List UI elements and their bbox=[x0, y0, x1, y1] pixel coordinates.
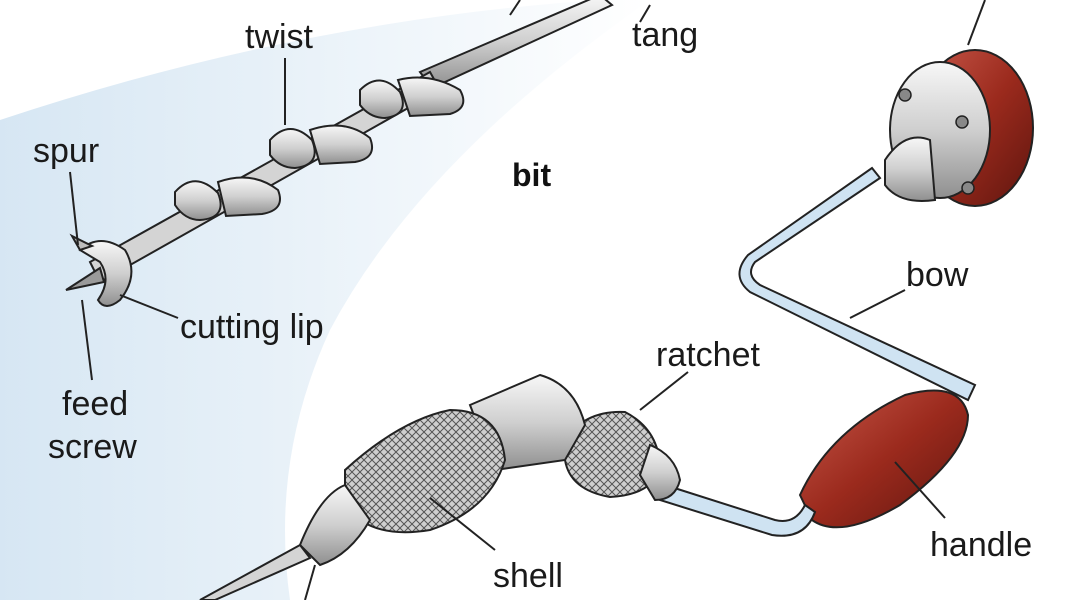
label-cutting-lip: cutting lip bbox=[180, 308, 324, 346]
label-feed: feed bbox=[62, 385, 128, 423]
bit-cutting-head bbox=[78, 240, 133, 307]
label-ratchet: ratchet bbox=[656, 336, 760, 374]
label-bit: bit bbox=[512, 157, 551, 193]
brace-lower-bow bbox=[658, 483, 817, 537]
brace bbox=[199, 49, 1034, 600]
brace-shell bbox=[344, 408, 507, 534]
label-spur: spur bbox=[33, 132, 99, 170]
brace-ratchet-collar bbox=[638, 443, 682, 502]
bit-twist-flights bbox=[174, 76, 465, 222]
brace-head-neck bbox=[884, 136, 937, 202]
auger-bit bbox=[65, 0, 614, 307]
label-twist: twist bbox=[245, 18, 314, 56]
label-bow: bow bbox=[906, 256, 969, 294]
bit-background-glow bbox=[0, 0, 650, 600]
brace-bit-stub bbox=[199, 543, 312, 600]
label-handle: handle bbox=[930, 526, 1032, 564]
label-shell: shell bbox=[493, 557, 563, 595]
brace-chuck-nose bbox=[298, 483, 372, 567]
label-screw: screw bbox=[48, 428, 137, 466]
brace-handle bbox=[798, 389, 970, 529]
brace-bow bbox=[738, 166, 977, 402]
bit-feed-screw bbox=[65, 266, 106, 291]
leader-lines bbox=[69, 0, 986, 600]
label-tang: tang bbox=[632, 16, 698, 54]
diagram-labels: twist tang spur bit cutting lip feed scr… bbox=[33, 16, 1032, 595]
